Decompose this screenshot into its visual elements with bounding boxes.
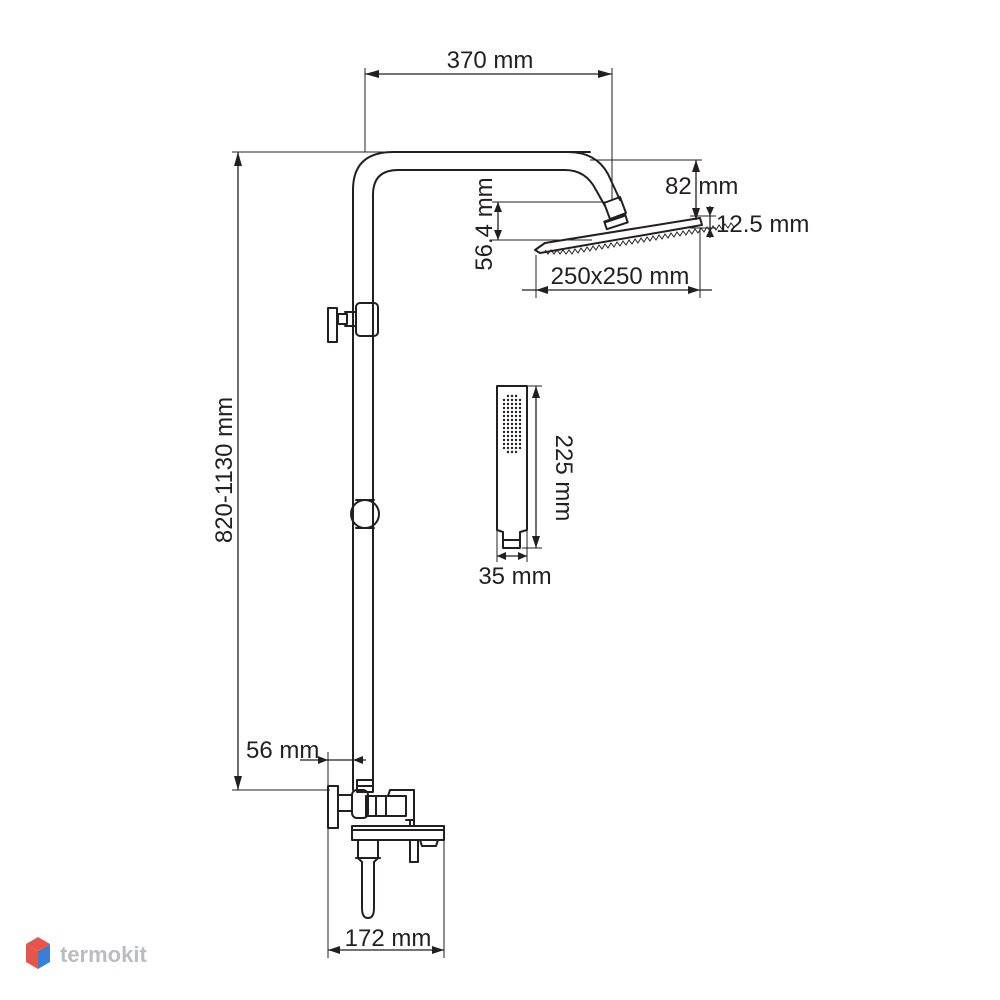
dim-connector-height: 56.4 mm [471,177,606,271]
label-head-size: 250x250 mm [551,263,690,290]
label-head-drop: 82 mm [665,173,738,200]
upper-bracket [327,302,379,343]
hand-shower-nozzles [502,394,522,454]
label-connector-height: 56.4 mm [471,177,498,270]
termokit-watermark-text: termokit [60,942,147,967]
hand-shower-holder [350,499,380,529]
termokit-logo-icon [26,937,50,969]
dim-height-range: 820-1130 mm [211,151,568,791]
mixer-assembly [327,779,445,919]
label-head-thickness: 12.5 mm [716,211,809,238]
label-wall-offset: 56 mm [246,737,319,764]
dim-wall-offset: 56 mm [246,737,366,786]
hand-shower [496,385,528,549]
shower-head [534,196,735,255]
label-hand-shower-length: 225 mm [550,435,577,522]
dim-hand-shower-width: 35 mm [478,530,552,590]
label-hand-shower-width: 35 mm [478,563,551,590]
termokit-watermark: termokit [26,937,147,969]
dim-head-thickness: 12.5 mm [690,206,809,238]
label-arm-length: 370 mm [447,47,534,74]
label-mixer-depth: 172 mm [345,925,432,952]
dim-arm-length: 370 mm [364,47,613,200]
label-height-range: 820-1130 mm [211,397,238,543]
dim-head-drop: 82 mm [590,159,738,220]
dim-head-size: 250x250 mm [522,228,712,298]
dim-hand-shower-length: 225 mm [522,385,577,549]
dim-mixer-depth: 172 mm [327,828,445,958]
